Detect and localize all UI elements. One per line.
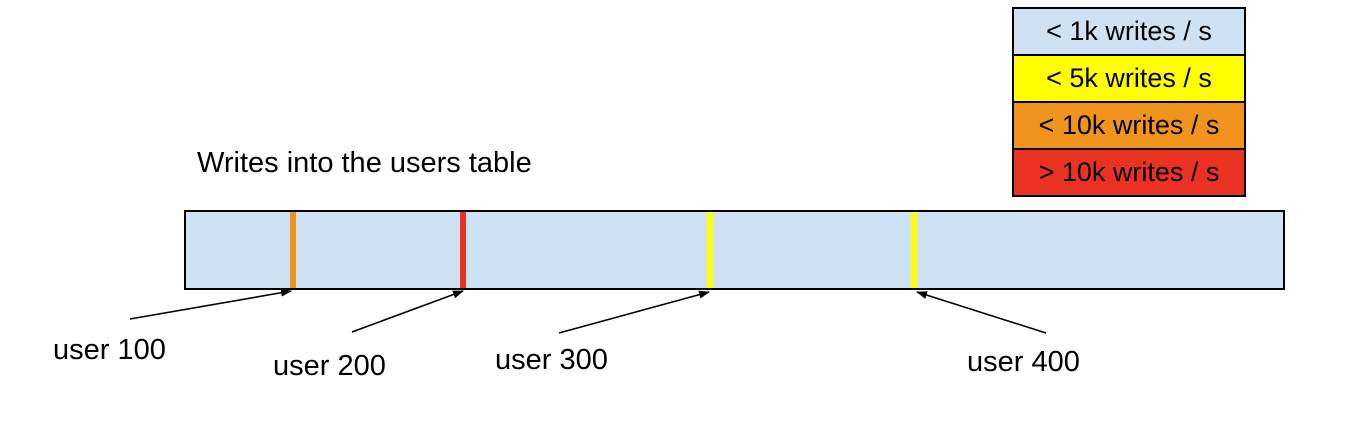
label-user-300: user 300 (495, 344, 608, 376)
label-user-100: user 100 (53, 334, 166, 366)
write-hotspot-marker-user-400 (911, 212, 917, 288)
arrow-user-100 (129, 288, 292, 320)
label-user-200: user 200 (273, 350, 386, 382)
arrow-user-200 (351, 290, 464, 333)
write-rate-legend: < 1k writes / s < 5k writes / s < 10k writ… (1012, 7, 1246, 197)
write-hotspot-marker-user-100 (290, 212, 296, 288)
legend-item-label: > 10k writes / s (1038, 157, 1220, 187)
legend-item-4: > 10k writes / s (1014, 148, 1244, 195)
legend-item-label: < 5k writes / s (1046, 63, 1212, 93)
legend-item-label: < 10k writes / s (1038, 110, 1220, 140)
legend-item-3: < 10k writes / s (1014, 101, 1244, 148)
arrow-user-300 (558, 290, 710, 334)
legend-item-2: < 5k writes / s (1014, 54, 1244, 101)
arrow-user-400 (916, 291, 1047, 334)
label-user-400: user 400 (967, 346, 1080, 378)
legend-item-1: < 1k writes / s (1014, 9, 1244, 54)
legend-item-label: < 1k writes / s (1046, 16, 1212, 46)
write-hotspot-marker-user-300 (707, 212, 713, 288)
diagram-title: Writes into the users table (197, 147, 532, 179)
users-table-bar (184, 210, 1285, 290)
write-hotspot-marker-user-200 (460, 212, 466, 288)
